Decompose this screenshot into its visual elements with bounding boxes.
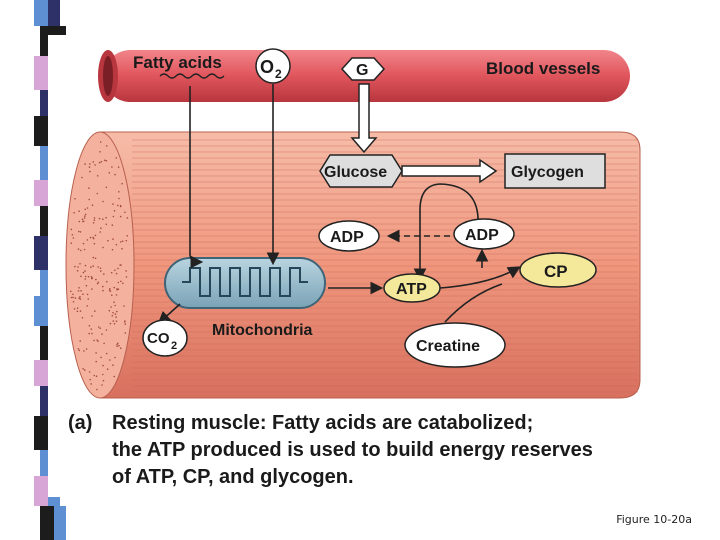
stripe-block	[34, 416, 48, 450]
creatine-node: Creatine	[404, 322, 506, 368]
atp-to-cp-arrow	[439, 266, 521, 289]
stripe-block	[34, 360, 48, 386]
mitochondria-label: Mitochondria	[212, 322, 313, 339]
oxygen-node: O 2	[255, 48, 291, 84]
glucose-node: Glucose	[319, 154, 403, 188]
fatty-acid-chain	[159, 73, 225, 79]
caption-heading: Resting muscle:	[112, 412, 267, 434]
stripe-block	[34, 0, 48, 26]
cp-node: CP	[519, 252, 597, 288]
g-label: G	[356, 62, 368, 79]
atp-node: ATP	[383, 273, 441, 303]
blood-vessels-label: Blood vessels	[486, 59, 600, 78]
adp-right-node: ADP	[453, 218, 515, 250]
adp-left-node: ADP	[318, 220, 380, 252]
stripe-block	[34, 116, 48, 146]
cp-label: CP	[544, 262, 568, 281]
adp-left-label: ADP	[330, 229, 364, 246]
oxygen-subscript: 2	[275, 67, 282, 81]
co2-node: CO 2	[142, 319, 188, 357]
fatty-acid-arrow	[189, 86, 204, 269]
atp-recycle-arrow	[413, 183, 479, 282]
stripe-block	[34, 476, 48, 506]
figure-caption: (a) Resting muscle: Fatty acids are catab…	[68, 410, 688, 491]
oxygen-label: O	[260, 57, 274, 77]
stripe-block	[34, 180, 48, 206]
stripe-block	[34, 296, 48, 326]
glycogen-arrow	[401, 158, 498, 184]
stripe-block	[34, 56, 48, 90]
stripe-block	[34, 236, 48, 270]
co2-label: CO	[147, 330, 170, 347]
creatine-arrow	[444, 283, 503, 323]
caption-tag: (a)	[68, 412, 93, 434]
creatine-label: Creatine	[416, 338, 480, 355]
stripe-block	[54, 506, 66, 540]
g-node: G	[340, 57, 386, 81]
glucose-arrow	[350, 83, 378, 154]
co2-arrow	[157, 303, 181, 325]
adp-right-label: ADP	[465, 227, 499, 244]
stripe-block	[48, 0, 60, 26]
glycogen-label: Glycogen	[511, 164, 584, 181]
glycogen-node: Glycogen	[504, 153, 606, 189]
caption-line-1: Fatty acids are catabolized;	[266, 412, 534, 434]
mitochondrion	[164, 257, 326, 309]
caption-line-2: the ATP produced is used to build energy…	[112, 439, 593, 461]
caption-line-3: of ATP, CP, and glycogen.	[112, 466, 354, 488]
fatty-acids-label: Fatty acids	[133, 53, 222, 72]
figure-reference: Figure 10-20a	[616, 513, 692, 526]
flow-arrows	[157, 84, 521, 325]
atp-label: ATP	[396, 281, 427, 298]
stripe-block	[40, 506, 54, 540]
glucose-label: Glucose	[324, 164, 387, 181]
co2-subscript: 2	[171, 340, 177, 352]
